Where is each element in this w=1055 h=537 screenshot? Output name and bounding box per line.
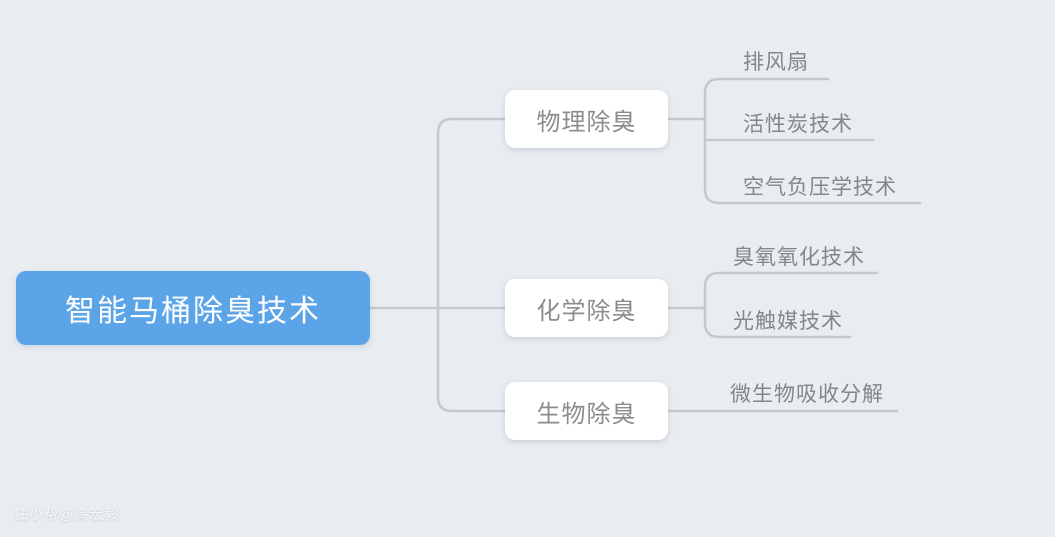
branch-node-chemical[interactable]: 化学除臭 [505, 279, 668, 337]
connector-chemical-bracket [703, 271, 721, 339]
branch-node-label: 生物除臭 [536, 400, 637, 428]
root-node-label: 智能马桶除臭技术 [65, 295, 321, 328]
leaf-node-air-negative-pressure[interactable]: 空气负压学技术 [743, 176, 897, 199]
connector-central-trunk [436, 117, 507, 413]
branch-node-label: 物理除臭 [536, 108, 637, 136]
leaf-node-microbial-decomposition[interactable]: 微生物吸收分解 [730, 383, 884, 406]
branch-node-biological[interactable]: 生物除臭 [505, 382, 668, 440]
leaf-node-ozone-oxidation[interactable]: 臭氧氧化技术 [733, 246, 865, 269]
branch-node-physical[interactable]: 物理除臭 [505, 90, 668, 148]
watermark: 住小帮@高宏毅 [14, 506, 120, 522]
branch-node-label: 化学除臭 [536, 297, 637, 325]
leaf-node-photocatalyst[interactable]: 光触媒技术 [733, 310, 843, 333]
root-node[interactable]: 智能马桶除臭技术 [16, 271, 370, 345]
leaf-node-exhaust-fan[interactable]: 排风扇 [743, 51, 809, 74]
leaf-node-activated-carbon[interactable]: 活性炭技术 [743, 113, 853, 136]
